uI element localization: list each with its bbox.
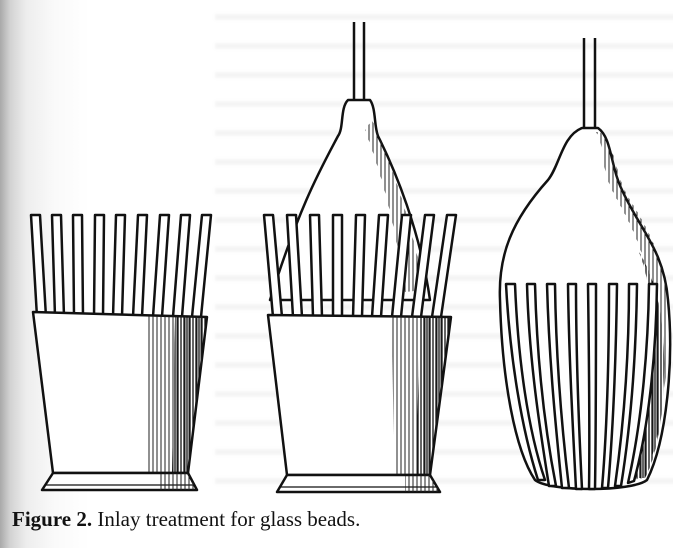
rod-group — [31, 215, 211, 317]
rod-group — [264, 215, 456, 317]
figure-caption-text: Inlay treatment for glass beads. — [97, 507, 360, 531]
figure-label: Figure 2. — [12, 507, 92, 531]
inlaid-bead-drawing — [500, 38, 670, 489]
figure-caption: Figure 2. Inlay treatment for glass bead… — [12, 507, 662, 532]
comb-cup-cone-drawing — [264, 22, 456, 492]
comb-cup-drawing — [31, 215, 211, 490]
